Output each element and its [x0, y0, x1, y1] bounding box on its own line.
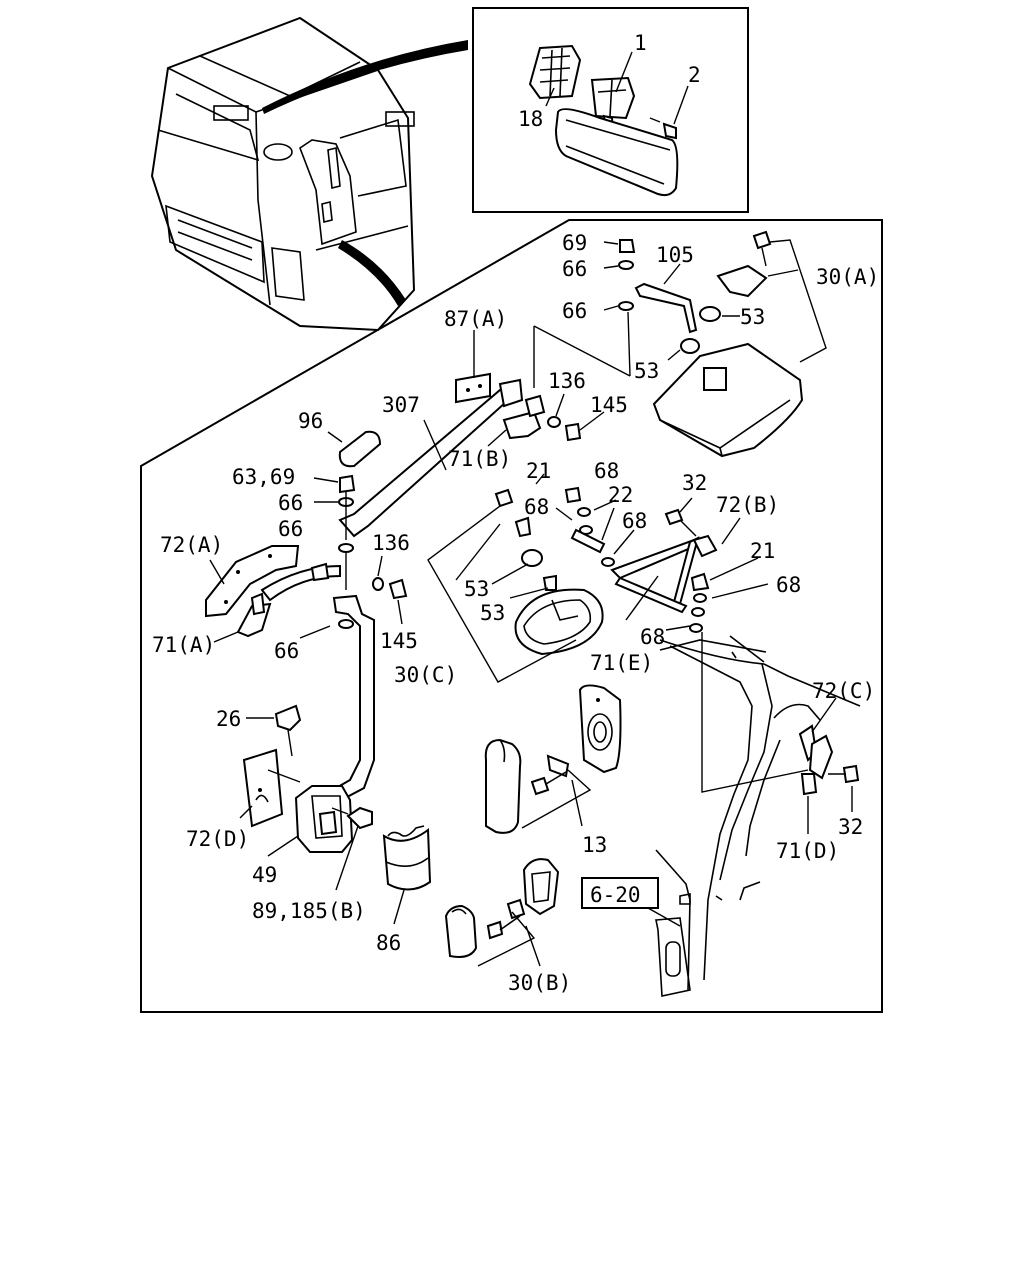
- callout-145-a: 145: [590, 393, 628, 417]
- callout-53-a: 53: [740, 305, 765, 329]
- callout-72c: 72(C): [812, 679, 875, 703]
- bracket-71b-icon: [502, 410, 542, 440]
- mirror-30b-group: [444, 858, 560, 958]
- washer-66-icon: [618, 260, 634, 270]
- link-22-icon: [570, 528, 606, 554]
- callout-63-69: 63,69: [232, 465, 295, 489]
- leader-cab-to-main: [338, 240, 406, 306]
- callout-87a: 87(A): [444, 307, 507, 331]
- mirror-30a-group: [618, 230, 804, 458]
- callout-136-b: 136: [372, 531, 410, 555]
- callout-68-c: 68: [622, 509, 647, 533]
- callout-18: 18: [518, 107, 543, 131]
- callout-72d: 72(D): [186, 827, 249, 851]
- callout-86: 86: [376, 931, 401, 955]
- leader-cab-to-inset: [262, 40, 468, 114]
- bracket-71d-icon: [808, 734, 834, 780]
- callout-68-e: 68: [640, 625, 665, 649]
- washer-136-icon: [547, 416, 561, 428]
- lower-left-group: [242, 704, 432, 891]
- cap-63-icon: [339, 474, 356, 494]
- callout-30a: 30(A): [816, 265, 879, 289]
- callout-53-d: 53: [480, 601, 505, 625]
- pad-18-icon: [528, 44, 582, 100]
- callout-71b: 71(B): [448, 447, 511, 471]
- callout-71e: 71(E): [590, 651, 653, 675]
- callout-68-a: 68: [594, 459, 619, 483]
- main-frame: [140, 219, 883, 1013]
- plate-72d-icon: [242, 748, 284, 828]
- callout-72a: 72(A): [160, 533, 223, 557]
- callout-72b: 72(B): [716, 493, 779, 517]
- callout-96: 96: [298, 409, 323, 433]
- callout-105: 105: [656, 243, 694, 267]
- lamp-housing-icon: [578, 684, 622, 774]
- interior-mirror-group: [528, 44, 679, 197]
- cover-86-icon: [382, 828, 432, 891]
- cover-13-group: [484, 684, 622, 834]
- callout-53-c: 53: [464, 577, 489, 601]
- bracket-72c-group: [798, 724, 860, 796]
- stay-307-group: [338, 372, 582, 553]
- bracket-1-icon: [590, 76, 636, 120]
- bracket-72a-icon: [205, 545, 300, 618]
- cap-21-icon: [564, 486, 582, 504]
- callout-66-a: 66: [562, 257, 587, 281]
- callout-30b: 30(B): [508, 971, 571, 995]
- callout-66-c: 66: [278, 491, 303, 515]
- inset-frame: [472, 7, 749, 213]
- callout-89-185b: 89,185(B): [252, 899, 366, 923]
- callout-30c: 30(C): [394, 663, 457, 687]
- ref-box-6-20: [581, 877, 659, 909]
- cover-icon: [484, 738, 522, 834]
- bolt-icon: [752, 230, 772, 250]
- bolt-30c-icon: [494, 488, 514, 508]
- screw-2-icon: [662, 122, 677, 140]
- callout-49: 49: [252, 863, 277, 887]
- callout-32-b: 32: [838, 815, 863, 839]
- callout-68-b: 68: [524, 495, 549, 519]
- callout-68-d: 68: [776, 573, 801, 597]
- interior-mirror-icon: [554, 108, 679, 197]
- callout-69: 69: [562, 231, 587, 255]
- callout-53-b: 53: [634, 359, 659, 383]
- callout-66-d: 66: [278, 517, 303, 541]
- callout-32-a: 32: [682, 471, 707, 495]
- cap-69-icon: [619, 239, 636, 253]
- callout-145-b: 145: [380, 629, 418, 653]
- callout-66-e: 66: [274, 639, 299, 663]
- callout-71d: 71(D): [776, 839, 839, 863]
- callout-13: 13: [582, 833, 607, 857]
- bracket-87a-icon: [455, 372, 491, 404]
- cover-30b-icon: [444, 904, 478, 958]
- callout-21-b: 21: [750, 539, 775, 563]
- callout-136-a: 136: [548, 369, 586, 393]
- frame-30b-icon: [522, 858, 560, 916]
- bracket-30a-icon: [716, 264, 768, 298]
- bolt-32-icon: [664, 508, 684, 526]
- callout-labels: 1 2 18 69 66 105 30(A) 66 53 53 87(A) 13…: [152, 31, 879, 995]
- nut-145-icon: [564, 422, 582, 442]
- mirror-30c-group: [494, 486, 615, 656]
- callout-307: 307: [382, 393, 420, 417]
- clip-26-icon: [274, 704, 302, 732]
- arm-105-icon: [634, 282, 698, 334]
- bracket-72b-icon: [692, 534, 718, 558]
- callout-1: 1: [634, 31, 647, 55]
- callout-22: 22: [608, 483, 633, 507]
- callout-6-20: 6-20: [590, 883, 641, 907]
- mirror-30a-icon: [652, 342, 804, 458]
- callout-71a: 71(A): [152, 633, 215, 657]
- lower-stay-group: [205, 545, 408, 808]
- callout-26: 26: [216, 707, 241, 731]
- lamp-96-icon: [338, 430, 382, 468]
- right-stay-group: [610, 508, 718, 633]
- callout-66-b: 66: [562, 299, 587, 323]
- mirror-30c-icon: [514, 588, 604, 656]
- cap-21b-icon: [690, 572, 710, 592]
- callout-2: 2: [688, 63, 701, 87]
- callout-21-a: 21: [526, 459, 551, 483]
- door-panel-group: [655, 635, 861, 997]
